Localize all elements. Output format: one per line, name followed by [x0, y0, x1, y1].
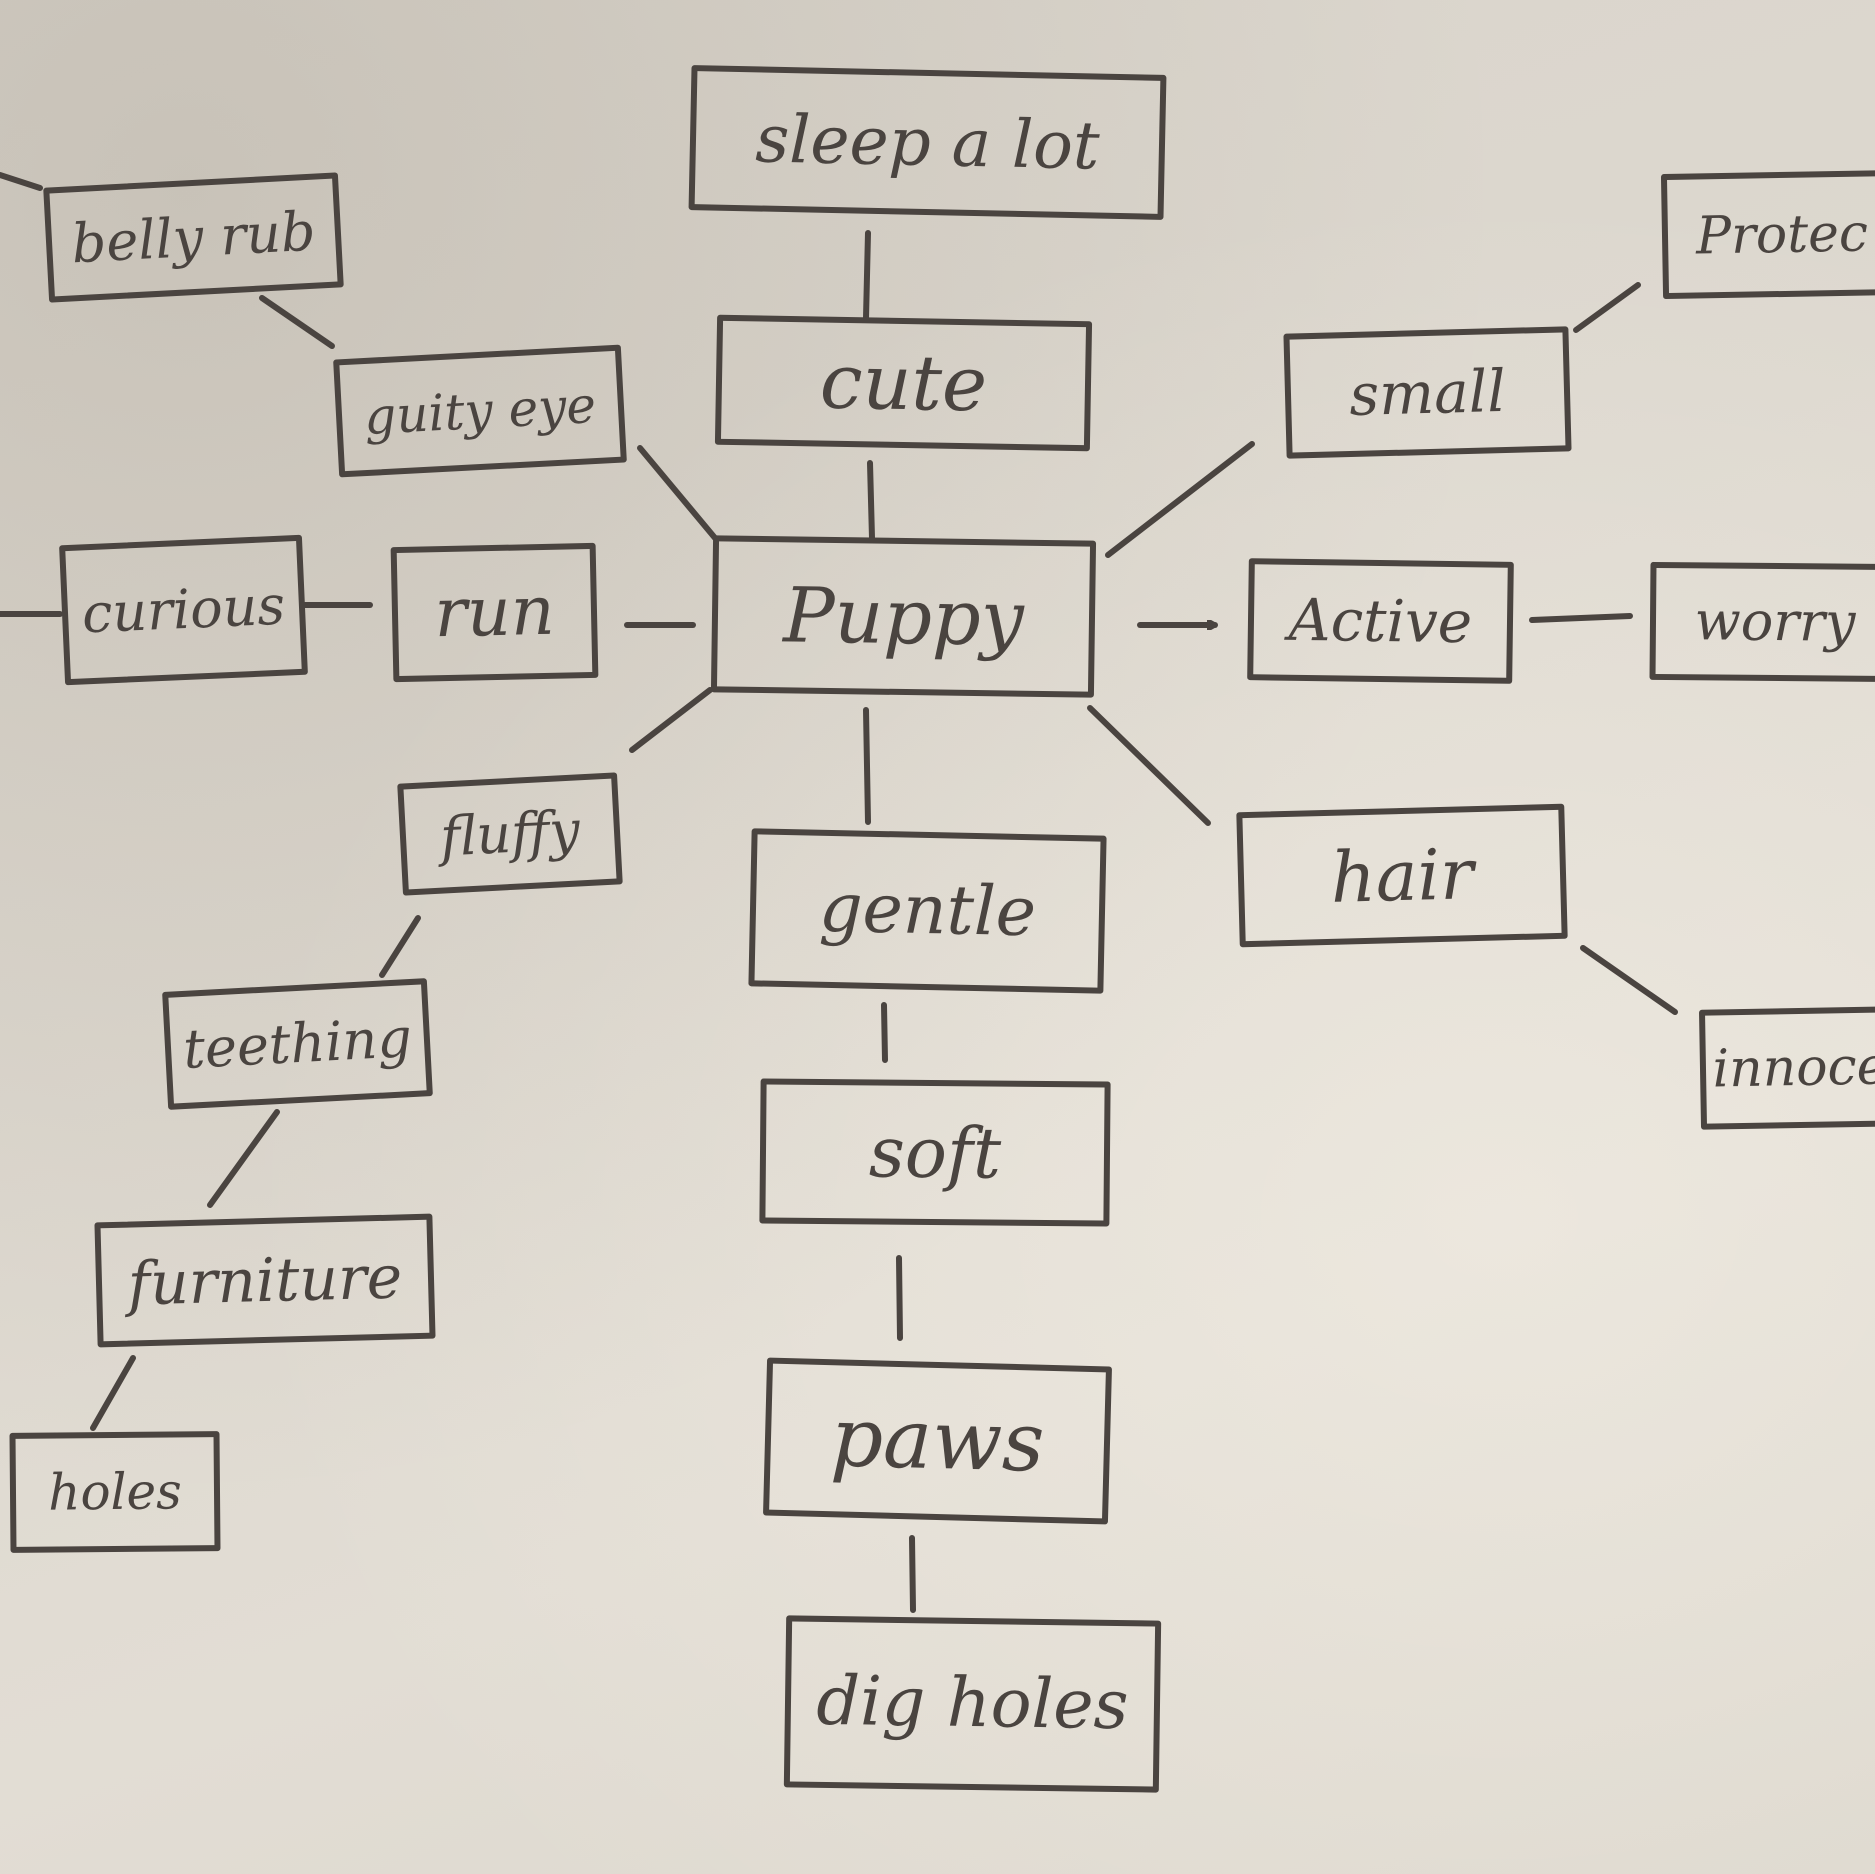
link-fluffy-teething — [379, 915, 421, 978]
link-furniture-holes — [90, 1355, 136, 1431]
node-curious: curious — [59, 534, 308, 686]
link-hair-innocent — [1580, 945, 1678, 1015]
link-small-protect — [1573, 282, 1641, 333]
node-holes: holes — [9, 1431, 221, 1553]
node-puppy[interactable]: Puppy — [710, 535, 1097, 698]
label-cute: cute — [819, 336, 988, 429]
link-puppy-gentle — [863, 707, 871, 825]
node-innocent: innoce — [1698, 1006, 1875, 1130]
node-small: small — [1283, 326, 1572, 459]
link-puppy-fluffy — [629, 687, 713, 753]
node-protect: Protec — [1660, 169, 1875, 300]
label-furniture: furniture — [126, 1241, 404, 1320]
node-furniture: furniture — [94, 1213, 436, 1348]
label-worry: worry — [1694, 589, 1856, 654]
label-teething: teething — [181, 1006, 414, 1081]
label-active: Active — [1288, 585, 1473, 657]
label-sleep-a-lot: sleep a lot — [754, 99, 1101, 185]
node-active: Active — [1247, 558, 1514, 684]
label-paws: paws — [829, 1390, 1046, 1491]
label-gentle: gentle — [818, 868, 1037, 953]
label-guilty-eye: guity eye — [362, 375, 598, 447]
label-hair: hair — [1329, 832, 1475, 919]
node-sleep-a-lot: sleep a lot — [688, 65, 1167, 220]
label-puppy: Puppy — [782, 569, 1025, 663]
node-paws: paws — [762, 1357, 1113, 1525]
label-holes: holes — [47, 1462, 183, 1522]
node-run: run — [390, 542, 599, 683]
label-small: small — [1348, 356, 1507, 429]
link-puppy-small — [1105, 441, 1255, 558]
label-curious: curious — [80, 573, 287, 646]
label-belly-rub: belly rub — [70, 199, 317, 275]
node-dig-holes: dig holes — [783, 1615, 1162, 1793]
node-cute: cute — [714, 314, 1093, 452]
label-protect: Protec — [1695, 203, 1869, 266]
node-teething: teething — [162, 978, 433, 1110]
link-puppy-hair — [1087, 705, 1211, 826]
label-soft: soft — [868, 1110, 1002, 1195]
label-innocent: innoce — [1712, 1036, 1875, 1100]
node-worry: worry — [1649, 561, 1875, 683]
node-hair: hair — [1236, 803, 1568, 948]
node-gentle: gentle — [748, 828, 1107, 994]
link-teething-furniture — [207, 1109, 280, 1208]
link-soft-paws — [896, 1255, 903, 1341]
link-guilty-belly — [259, 295, 335, 349]
link-active-worry — [1529, 613, 1633, 623]
link-sleep-cute — [863, 230, 871, 321]
node-belly-rub: belly rub — [43, 172, 344, 303]
node-soft: soft — [759, 1078, 1111, 1227]
label-fluffy: fluffy — [438, 798, 582, 869]
link-paws-dig — [909, 1535, 916, 1613]
link-gentle-soft — [881, 1002, 888, 1063]
link-cute-puppy — [867, 460, 875, 541]
node-fluffy: fluffy — [397, 772, 623, 896]
label-dig-holes: dig holes — [815, 1661, 1130, 1746]
label-run: run — [433, 571, 556, 653]
link-belly-edge — [0, 172, 43, 191]
link-puppy-guilty — [637, 445, 718, 541]
node-guilty-eye: guity eye — [333, 344, 627, 478]
